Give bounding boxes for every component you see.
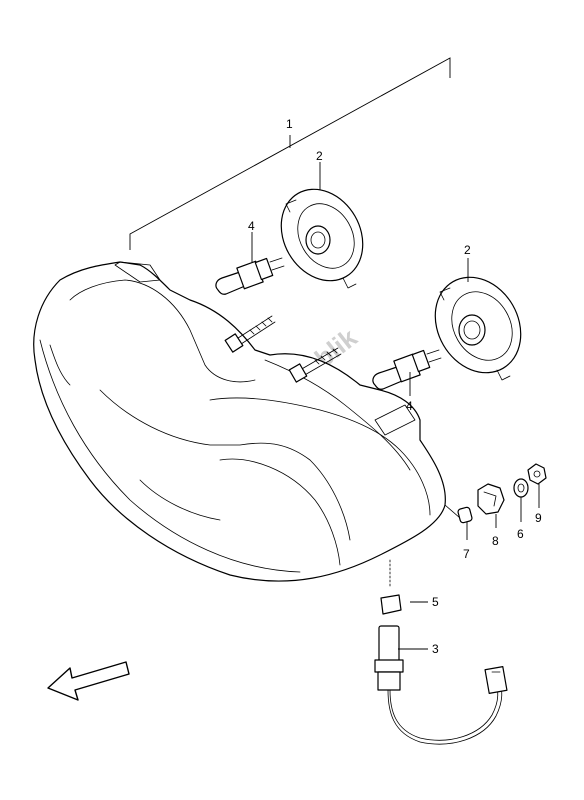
- callout-8: 8: [492, 534, 499, 548]
- bulb-upper: [215, 257, 285, 295]
- callout-leaders: [251, 162, 540, 650]
- socket-cover-upper: [280, 188, 364, 289]
- callout-3: 3: [432, 642, 439, 656]
- callout-5: 5: [432, 595, 439, 609]
- headlight-housing: [33, 261, 446, 582]
- direction-arrow: [47, 661, 130, 701]
- small-parts: [444, 463, 547, 524]
- callout-4-lower: 4: [406, 399, 413, 413]
- callout-2-right: 2: [464, 243, 471, 257]
- socket-cover-right: [434, 276, 522, 381]
- callout-6: 6: [517, 527, 524, 541]
- callout-7: 7: [463, 547, 470, 561]
- callout-4-upper: 4: [248, 219, 255, 233]
- callout-1-leader: [129, 57, 451, 250]
- bulb-lower: [372, 349, 442, 390]
- callout-1: 1: [286, 117, 293, 131]
- small-bulb-and-socket: [374, 559, 508, 745]
- callout-9: 9: [535, 511, 542, 525]
- callout-2-upper: 2: [316, 149, 323, 163]
